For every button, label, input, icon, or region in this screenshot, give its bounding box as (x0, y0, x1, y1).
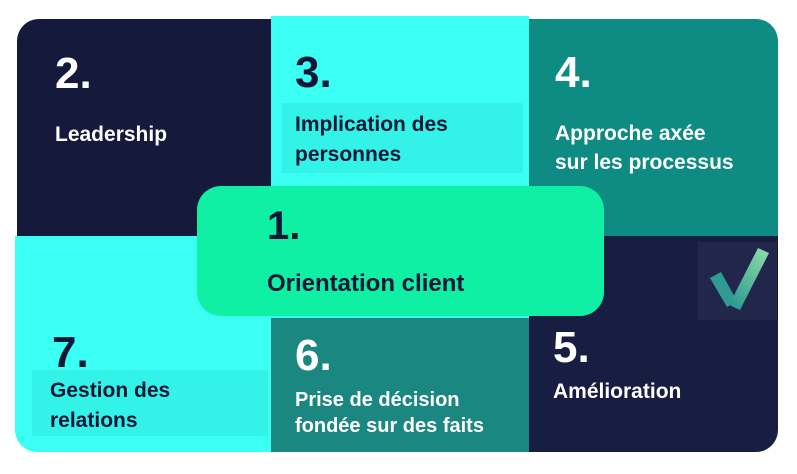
principle-1-orientation-client: 1. Orientation client (197, 186, 604, 316)
principle-5-label: Amélioration (553, 380, 682, 404)
principle-3-number: 3. (295, 48, 332, 97)
principle-3-label: Implication des personnes (295, 113, 448, 166)
principle-6-label: Prise de décision fondée sur des faits (295, 389, 484, 437)
principle-2-number: 2. (55, 49, 92, 98)
label-highlight: Implication des personnes (282, 103, 523, 173)
principle-5-amelioration: 5. Amélioration (529, 236, 778, 452)
principle-6-prise-de-decision: 6. Prise de décision fondée sur des fait… (271, 318, 529, 452)
principle-6-number: 6. (295, 331, 332, 380)
checkmark-icon (710, 248, 769, 310)
principle-4-number: 4. (555, 48, 592, 97)
principle-1-label: Orientation client (267, 270, 465, 297)
label-highlight: Gestion des relations (32, 370, 268, 436)
principle-2-leadership: 2. Leadership (17, 19, 271, 236)
principle-5-number: 5. (553, 323, 590, 372)
principle-1-number: 1. (267, 204, 301, 248)
principle-4-approche-processus: 4. Approche axée sur les processus (529, 19, 778, 236)
principle-4-label: Approche axée sur les processus (555, 122, 734, 175)
principle-7-gestion-des-relations: 7. Gestion des relations (15, 236, 271, 452)
principle-7-label: Gestion des relations (50, 379, 171, 432)
principle-2-label: Leadership (55, 123, 168, 147)
principle-7-number: 7. (52, 328, 89, 377)
